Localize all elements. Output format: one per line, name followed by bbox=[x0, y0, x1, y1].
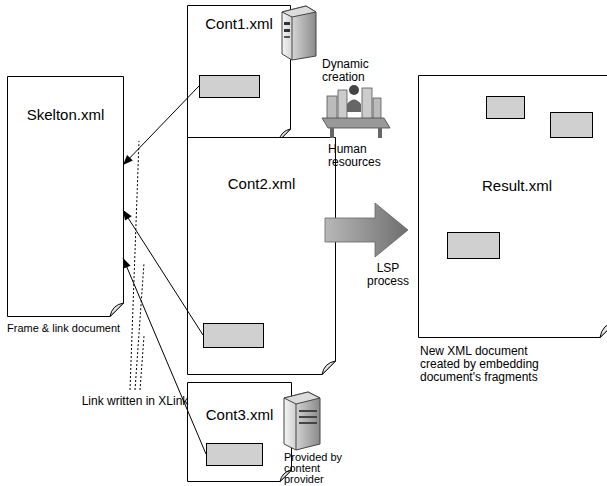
caption-label: LSP process bbox=[360, 262, 416, 288]
document-box: Cont2.xml bbox=[187, 137, 336, 375]
document-outline bbox=[187, 137, 336, 375]
caption-label: Frame & link document bbox=[7, 322, 147, 335]
file-name: Cont1.xml bbox=[187, 15, 291, 33]
document-box: Skelton.xml bbox=[7, 76, 124, 317]
document-box: Cont3.xml bbox=[187, 382, 292, 482]
document-fragment bbox=[204, 324, 264, 348]
document-fragment bbox=[207, 444, 263, 466]
file-name: Result.xml bbox=[418, 177, 607, 195]
document-outline bbox=[187, 382, 292, 482]
caption-label: New XML document created by embedding do… bbox=[420, 345, 550, 384]
caption-label: Human resources bbox=[328, 143, 392, 169]
document-fragment bbox=[487, 97, 525, 119]
file-name: Skelton.xml bbox=[7, 106, 124, 124]
document-outline bbox=[418, 75, 607, 338]
document-fragment bbox=[551, 113, 593, 138]
office-worker-icon bbox=[322, 85, 390, 138]
process-arrow bbox=[325, 203, 408, 257]
server-icon bbox=[284, 392, 320, 450]
file-name: Cont3.xml bbox=[187, 406, 292, 424]
xlink-leader bbox=[130, 141, 144, 390]
caption-label: Provided by content provider bbox=[284, 452, 354, 485]
document-fragment bbox=[200, 76, 260, 98]
caption-label: Link written in XLink bbox=[80, 395, 190, 408]
file-name: Cont2.xml bbox=[187, 175, 336, 193]
document-fragment bbox=[448, 233, 500, 259]
document-box: Cont1.xml bbox=[187, 5, 291, 141]
server-icon bbox=[282, 6, 316, 60]
caption-label: Dynamic creation bbox=[322, 58, 386, 84]
document-box: Result.xml bbox=[418, 75, 607, 338]
